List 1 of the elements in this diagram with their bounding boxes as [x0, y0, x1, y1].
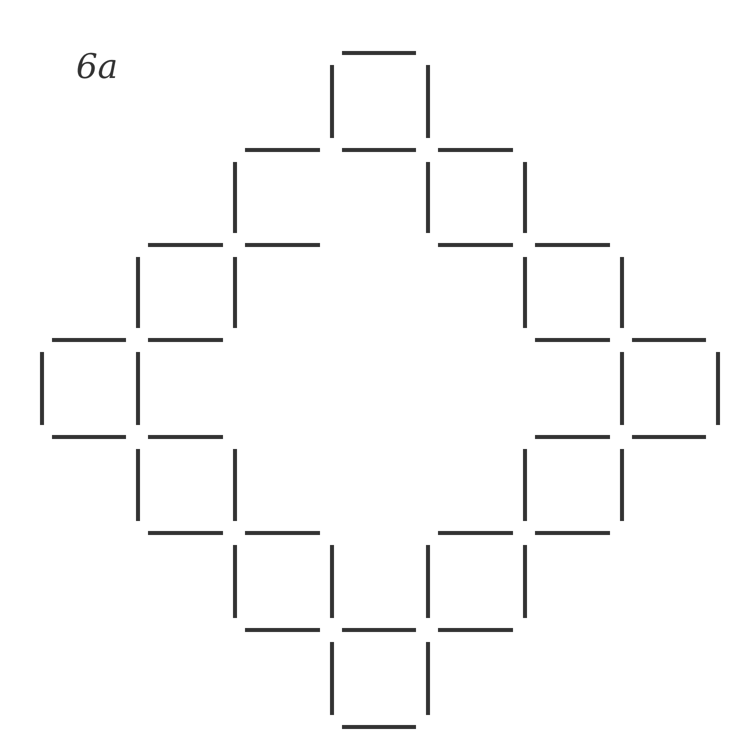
figure-label: 6a: [76, 50, 118, 84]
